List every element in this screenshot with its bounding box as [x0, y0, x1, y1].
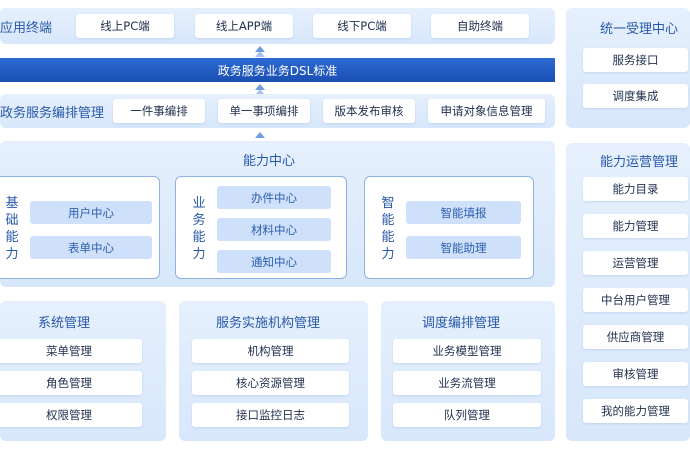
user-center-chip: 用户中心: [30, 201, 152, 224]
service-api-chip: 服务接口: [583, 48, 688, 72]
dsl-standard-bar: 政务服务业务DSL标准: [0, 58, 555, 82]
service-org-title: 服务实施机构管理: [216, 316, 321, 331]
terminals-panel: 应用终端 线上PC端 线上APP端 线下PC端 自助终端: [0, 8, 555, 44]
role-mgmt-chip: 角色管理: [0, 371, 142, 395]
acceptance-center-title: 统一受理中心: [600, 22, 679, 37]
form-center-chip: 表单中心: [30, 236, 152, 259]
smart-capability-box: 智 能 能 力 智能填报 智能助理: [364, 176, 534, 279]
platform-user-mgmt-chip: 中台用户管理: [583, 288, 688, 312]
arrow-up-icon: [255, 51, 265, 57]
ops-mgmt-title: 能力运营管理: [600, 155, 679, 170]
org-mgmt-chip: 机构管理: [192, 339, 349, 363]
orchestration-title: 政务服务编排管理: [0, 106, 105, 121]
audit-mgmt-chip: 审核管理: [583, 362, 688, 386]
smart-assistant-chip: 智能助理: [406, 236, 521, 259]
menu-mgmt-chip: 菜单管理: [0, 339, 142, 363]
material-center-chip: 材料中心: [217, 218, 331, 241]
arrow-up-icon: [255, 46, 265, 52]
system-mgmt-panel: 系统管理 菜单管理 角色管理 权限管理: [0, 301, 166, 441]
api-monitor-log-chip: 接口监控日志: [192, 403, 349, 427]
orch-version-review: 版本发布审核: [323, 99, 415, 123]
terminal-online-app: 线上APP端: [195, 14, 293, 38]
supplier-mgmt-chip: 供应商管理: [583, 325, 688, 349]
business-capability-label: 业 务 能 力: [192, 196, 206, 262]
capability-center-panel: 能力中心 基 础 能 力 用户中心 表单中心 业 务 能 力 办件中心 材料中心…: [0, 141, 555, 287]
smart-capability-label: 智 能 能 力: [381, 196, 395, 262]
smart-fill-chip: 智能填报: [406, 201, 521, 224]
operation-mgmt-chip: 运营管理: [583, 251, 688, 275]
ops-mgmt-panel: 能力运营管理 能力目录 能力管理 运营管理 中台用户管理 供应商管理 审核管理 …: [566, 143, 690, 441]
permission-mgmt-chip: 权限管理: [0, 403, 142, 427]
schedule-mgmt-title: 调度编排管理: [422, 316, 501, 331]
business-flow-chip: 业务流管理: [393, 371, 541, 395]
orch-one-thing: 一件事编排: [113, 99, 205, 123]
basic-capability-label: 基 础 能 力: [5, 196, 19, 262]
business-model-chip: 业务模型管理: [393, 339, 541, 363]
case-center-chip: 办件中心: [217, 186, 331, 209]
capability-center-title: 能力中心: [243, 154, 296, 169]
schedule-mgmt-panel: 调度编排管理 业务模型管理 业务流管理 队列管理: [381, 301, 555, 441]
arrow-up-icon: [255, 132, 265, 138]
system-mgmt-title: 系统管理: [38, 316, 91, 331]
orch-applicant-info: 申请对象信息管理: [428, 99, 545, 123]
capability-catalog-chip: 能力目录: [583, 177, 688, 201]
queue-mgmt-chip: 队列管理: [393, 403, 541, 427]
basic-capability-box: 基 础 能 力 用户中心 表单中心: [0, 176, 160, 279]
capability-mgmt-chip: 能力管理: [583, 214, 688, 238]
business-capability-box: 业 务 能 力 办件中心 材料中心 通知中心: [175, 176, 347, 279]
arrow-up-icon: [255, 84, 265, 90]
terminal-self-service: 自助终端: [431, 14, 529, 38]
acceptance-center-panel: 统一受理中心 服务接口 调度集成: [566, 8, 690, 128]
schedule-integration-chip: 调度集成: [583, 84, 688, 108]
service-org-panel: 服务实施机构管理 机构管理 核心资源管理 接口监控日志: [179, 301, 368, 441]
terminal-offline-pc: 线下PC端: [313, 14, 411, 38]
orch-single-item: 单一事项编排: [218, 99, 310, 123]
core-resource-chip: 核心资源管理: [192, 371, 349, 395]
arrow-up-icon: [255, 89, 265, 95]
terminal-online-pc: 线上PC端: [76, 14, 174, 38]
orchestration-panel: 政务服务编排管理 一件事编排 单一事项编排 版本发布审核 申请对象信息管理: [0, 94, 555, 128]
notice-center-chip: 通知中心: [217, 250, 331, 273]
terminals-title: 应用终端: [0, 21, 53, 36]
my-capability-mgmt-chip: 我的能力管理: [583, 399, 688, 423]
